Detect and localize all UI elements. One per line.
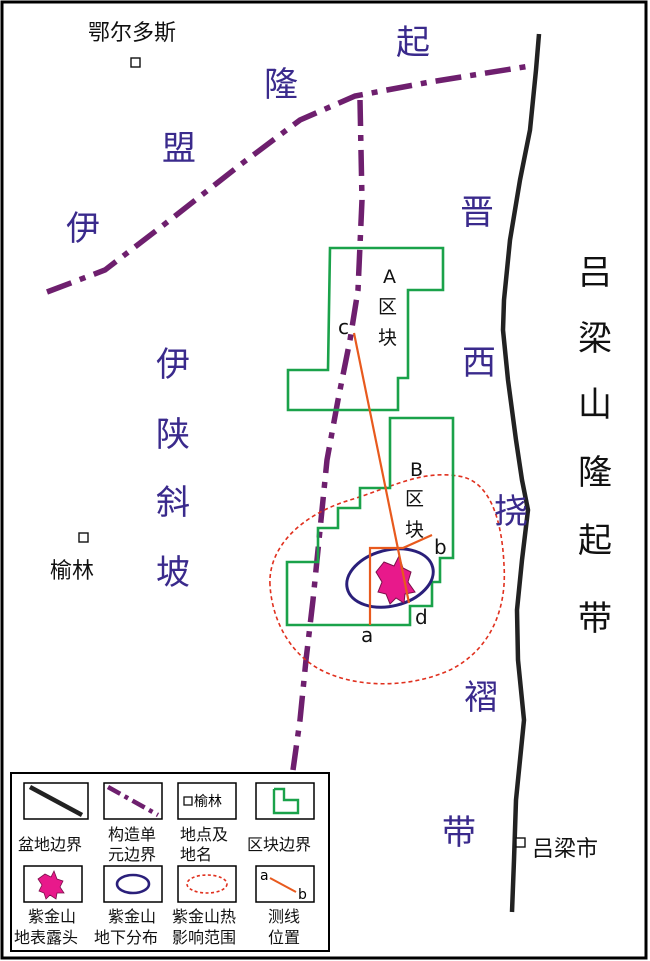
block-b-label-3: 块 (405, 519, 424, 541)
unit-ordos-4: 起 (396, 23, 430, 63)
unit-lvliang-5: 起 (578, 521, 612, 561)
unit-jinxi-2: 西 (462, 343, 496, 383)
legend-tectonic-label-2: 元边界 (108, 845, 156, 864)
unit-ordos-2: 盟 (162, 129, 196, 169)
unit-lvliang-6: 带 (578, 599, 612, 639)
tectonic-boundary-yishan (290, 99, 365, 771)
block-a-label-3: 块 (378, 327, 397, 349)
legend-block-shape (272, 787, 300, 815)
tectonic-boundary (46, 63, 531, 771)
legend-tectonic-line (106, 785, 160, 817)
legend-survey-swatch (255, 865, 315, 903)
legend-place-sample: 榆林 (194, 794, 222, 810)
survey-line-ab (368, 533, 433, 625)
survey-point-d: d (415, 605, 428, 629)
legend-survey-label-2: 位置 (268, 928, 300, 947)
legend-heat-shape (186, 874, 228, 894)
unit-lvliang-3: 山 (578, 385, 612, 425)
legend-outcrop-label-1: 紫金山 (28, 907, 76, 926)
legend-survey-a: a (260, 868, 269, 884)
legend: 盆地边界 构造单 元边界 榆林 地点及 地名 区块边界 紫金山 地表露头 紫金山… (10, 772, 330, 952)
unit-jinxi-5: 带 (442, 813, 476, 853)
block-a-label-1: A (383, 266, 396, 288)
legend-tectonic-label-1: 构造单 (108, 825, 156, 844)
legend-subsurface-swatch (103, 865, 163, 903)
unit-jinxi-1: 晋 (460, 193, 494, 233)
survey-point-a: a (361, 623, 373, 647)
survey-point-b: b (434, 535, 447, 559)
city-yulin-label: 榆林 (50, 559, 94, 584)
unit-yishan-3: 斜 (156, 483, 190, 523)
legend-heat-label-2: 影响范围 (172, 928, 236, 947)
city-lvliang-marker (515, 837, 526, 848)
unit-jinxi-3: 挠 (494, 492, 528, 532)
unit-lvliang-4: 隆 (578, 453, 612, 493)
legend-survey-line (269, 877, 297, 893)
city-ordos-marker (130, 57, 141, 68)
block-b-boundary (285, 416, 455, 627)
legend-survey-label-1: 测线 (268, 907, 300, 926)
survey-point-c: c (338, 315, 349, 339)
legend-survey-b: b (298, 887, 307, 903)
block-a-label-2: 区 (378, 296, 397, 318)
block-b-label-1: B (410, 459, 423, 481)
survey-line-cd (352, 332, 411, 604)
legend-outcrop-label-2: 地表露头 (14, 928, 78, 947)
legend-basin-line (28, 785, 84, 817)
basin-boundary-line (500, 33, 542, 913)
unit-yishan-2: 陕 (156, 415, 190, 455)
tectonic-boundary-ordos (46, 63, 531, 295)
legend-outcrop-shape (37, 870, 65, 900)
subsurface-distribution (345, 547, 435, 609)
unit-lvliang-2: 梁 (578, 319, 612, 359)
legend-subsurface-shape (115, 873, 151, 895)
legend-place-marker (183, 796, 193, 806)
legend-basin-label: 盆地边界 (18, 835, 82, 854)
legend-block-label: 区块边界 (247, 835, 311, 854)
unit-lvliang: 吕 梁 山 隆 起 带 (578, 253, 612, 639)
legend-subsurface-label-2: 地下分布 (94, 928, 158, 947)
block-a-boundary (286, 246, 445, 412)
unit-yishan-1: 伊 (156, 345, 190, 385)
unit-lvliang-1: 吕 (578, 253, 612, 293)
city-ordos-label: 鄂尔多斯 (88, 21, 176, 46)
block-b-label-2: 区 (405, 488, 424, 510)
city-yulin-marker (78, 532, 89, 543)
legend-subsurface-label-1: 紫金山 (108, 907, 156, 926)
heat-influence-range (269, 474, 506, 685)
survey-lines (352, 332, 433, 625)
legend-place-label-2: 地名 (180, 845, 212, 864)
unit-ordos-3: 隆 (264, 65, 298, 105)
unit-jinxi-4: 褶 (464, 678, 498, 718)
legend-heat-label-1: 紫金山热 (172, 907, 236, 926)
city-lvliang-label: 吕梁市 (532, 837, 598, 862)
legend-place-label-1: 地点及 (180, 825, 228, 844)
unit-ordos-1: 伊 (66, 209, 100, 249)
unit-yishan-4: 坡 (156, 553, 190, 593)
